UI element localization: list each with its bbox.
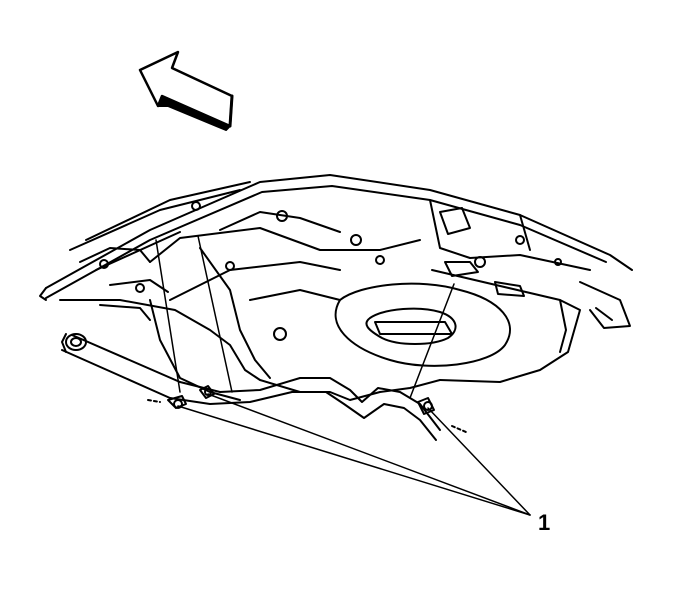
callout-leader-lines — [155, 235, 531, 516]
vehicle-underbody — [39, 174, 633, 401]
direction-arrow-icon — [138, 50, 234, 131]
callout-1-label: 1 — [538, 510, 551, 535]
exhaust-pipe — [61, 333, 467, 441]
